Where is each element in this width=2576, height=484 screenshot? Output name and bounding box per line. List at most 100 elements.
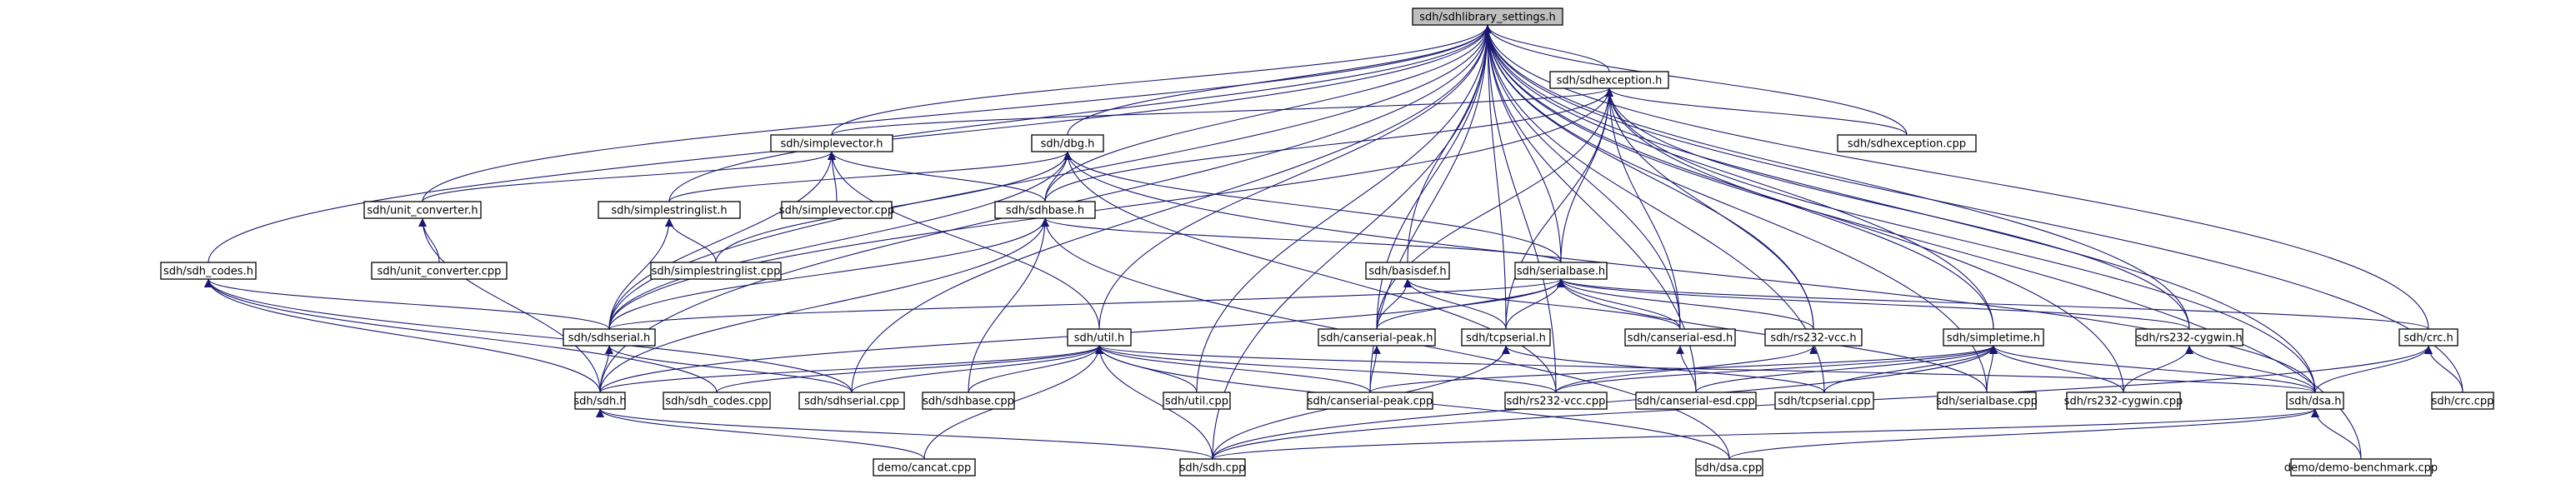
root-file-node[interactable]: sdh/sdhlibrary_settings.h <box>1412 7 1563 26</box>
node-box <box>1549 71 1669 89</box>
node-label: sdh/canserial-esd.cpp <box>1637 396 1755 408</box>
include-edge <box>1403 278 1681 330</box>
include-edge <box>422 151 836 202</box>
file-node[interactable]: sdh/basisdef.h <box>1365 262 1450 280</box>
include-edge <box>599 217 1049 393</box>
file-node[interactable]: sdh/canserial-peak.cpp <box>1307 392 1433 410</box>
include-edge <box>608 278 1565 330</box>
file-node[interactable]: sdh/dsa.cpp <box>1695 458 1763 477</box>
file-node[interactable]: sdh/crc.h <box>2398 328 2458 347</box>
include-edge <box>1095 345 1557 393</box>
node-box <box>563 328 656 347</box>
node-label: sdh/crc.h <box>2403 332 2453 345</box>
file-node[interactable]: sdh/sdh.cpp <box>1179 458 1246 477</box>
node-label: sdh/canserial-peak.h <box>1320 332 1433 345</box>
include-edge <box>1823 345 1998 393</box>
include-edge <box>1376 87 1613 330</box>
node-label: sdh/crc.cpp <box>2432 396 2494 408</box>
file-node[interactable]: sdh/sdhbase.h <box>994 201 1096 219</box>
file-node[interactable]: sdh/sdhserial.cpp <box>798 392 905 410</box>
include-edge <box>204 278 853 393</box>
include-edge <box>1041 217 1562 263</box>
include-edge <box>1483 24 2429 330</box>
file-node[interactable]: sdh/serialbase.h <box>1514 262 1608 280</box>
file-node[interactable]: sdh/sdhserial.h <box>563 328 656 347</box>
include-edge <box>1483 24 2463 393</box>
file-node[interactable]: sdh/canserial-esd.h <box>1624 328 1736 347</box>
node-label: sdh/tcpserial.cpp <box>1778 396 1870 408</box>
file-node[interactable]: sdh/sdh_codes.cpp <box>663 392 771 410</box>
file-node[interactable]: sdh/tcpserial.cpp <box>1774 392 1874 410</box>
include-edge <box>831 87 1613 136</box>
include-edge <box>1728 408 2319 460</box>
node-box <box>363 201 482 219</box>
file-node[interactable]: demo/cancat.cpp <box>873 458 976 477</box>
node-box <box>1837 134 1977 152</box>
include-edge <box>668 151 1072 202</box>
file-node[interactable]: sdh/crc.cpp <box>2431 392 2494 410</box>
node-box <box>574 392 626 410</box>
include-edge <box>716 345 1103 393</box>
node-box <box>1514 262 1608 280</box>
file-node[interactable]: sdh/unit_converter.h <box>363 201 482 219</box>
include-edge <box>1483 24 1610 72</box>
file-node[interactable]: sdh/util.h <box>1067 328 1132 347</box>
node-box <box>2066 392 2181 410</box>
include-edge <box>1695 345 1998 393</box>
include-edge <box>1605 87 1908 136</box>
include-edge <box>831 24 1492 136</box>
file-node[interactable]: sdh/tcpserial.h <box>1461 328 1551 347</box>
file-node[interactable]: sdh/sdhbase.cpp <box>922 392 1015 410</box>
file-node[interactable]: sdh/rs232-cygwin.h <box>2135 328 2243 347</box>
file-node[interactable]: sdh/sdh_codes.h <box>160 262 257 280</box>
node-box <box>1163 392 1231 410</box>
node-label: sdh/simplestringlist.h <box>611 205 727 217</box>
file-node[interactable]: sdh/serialbase.cpp <box>1936 392 2038 410</box>
file-node[interactable]: sdh/simplestringlist.h <box>598 201 741 219</box>
file-node[interactable]: sdh/sdhexception.h <box>1549 71 1669 89</box>
include-edge <box>968 345 1103 393</box>
file-node[interactable]: demo/demo-benchmark.cpp <box>2284 458 2438 477</box>
file-node[interactable]: sdh/unit_converter.cpp <box>371 262 508 280</box>
node-box <box>1504 392 1608 410</box>
include-edge <box>1067 24 1492 136</box>
node-label: sdh/serialbase.h <box>1517 266 1605 278</box>
node-label: sdh/sdh.cpp <box>1180 462 1246 475</box>
include-edge <box>2311 408 2362 460</box>
include-edge <box>851 24 1492 393</box>
include-edge <box>596 408 1213 460</box>
node-box <box>1774 392 1874 410</box>
node-label: demo/demo-benchmark.cpp <box>2284 462 2438 475</box>
file-node[interactable]: sdh/canserial-peak.h <box>1318 328 1436 347</box>
file-node[interactable]: sdh/sdh.h <box>573 392 627 410</box>
include-edge <box>1557 278 2429 330</box>
include-edge <box>1557 278 2190 330</box>
file-node[interactable]: sdh/simplestringlist.cpp <box>650 262 782 280</box>
file-node[interactable]: sdh/rs232-vcc.cpp <box>1504 392 1608 410</box>
include-edge <box>608 151 1072 330</box>
file-node[interactable]: sdh/simplevector.h <box>770 134 893 152</box>
node-label: sdh/sdhexception.cpp <box>1848 138 1966 151</box>
include-edge <box>1063 151 1557 393</box>
file-node[interactable]: sdh/rs232-vcc.h <box>1764 328 1863 347</box>
include-edge <box>1505 87 1613 330</box>
node-label: sdh/util.cpp <box>1165 396 1228 408</box>
node-box <box>598 201 741 219</box>
file-node[interactable]: sdh/sdhexception.cpp <box>1837 134 1977 152</box>
file-node[interactable]: sdh/dsa.h <box>2286 392 2344 410</box>
node-box <box>2290 458 2432 477</box>
include-edge <box>1376 24 1492 330</box>
node-box <box>1179 458 1246 477</box>
include-edge <box>1605 87 1681 330</box>
file-node[interactable]: sdh/simpletime.h <box>1943 328 2044 347</box>
node-label: sdh/sdh_codes.cpp <box>665 396 768 408</box>
node-box <box>1031 134 1104 152</box>
include-edge <box>1483 24 1557 393</box>
file-node[interactable]: sdh/rs232-cygwin.cpp <box>2064 392 2183 410</box>
node-box <box>1412 7 1563 26</box>
file-node[interactable]: sdh/simplevector.cpp <box>779 201 894 219</box>
file-node[interactable]: sdh/canserial-esd.cpp <box>1635 392 1757 410</box>
file-node[interactable]: sdh/util.cpp <box>1163 392 1231 410</box>
file-node[interactable]: sdh/dbg.h <box>1031 134 1104 152</box>
